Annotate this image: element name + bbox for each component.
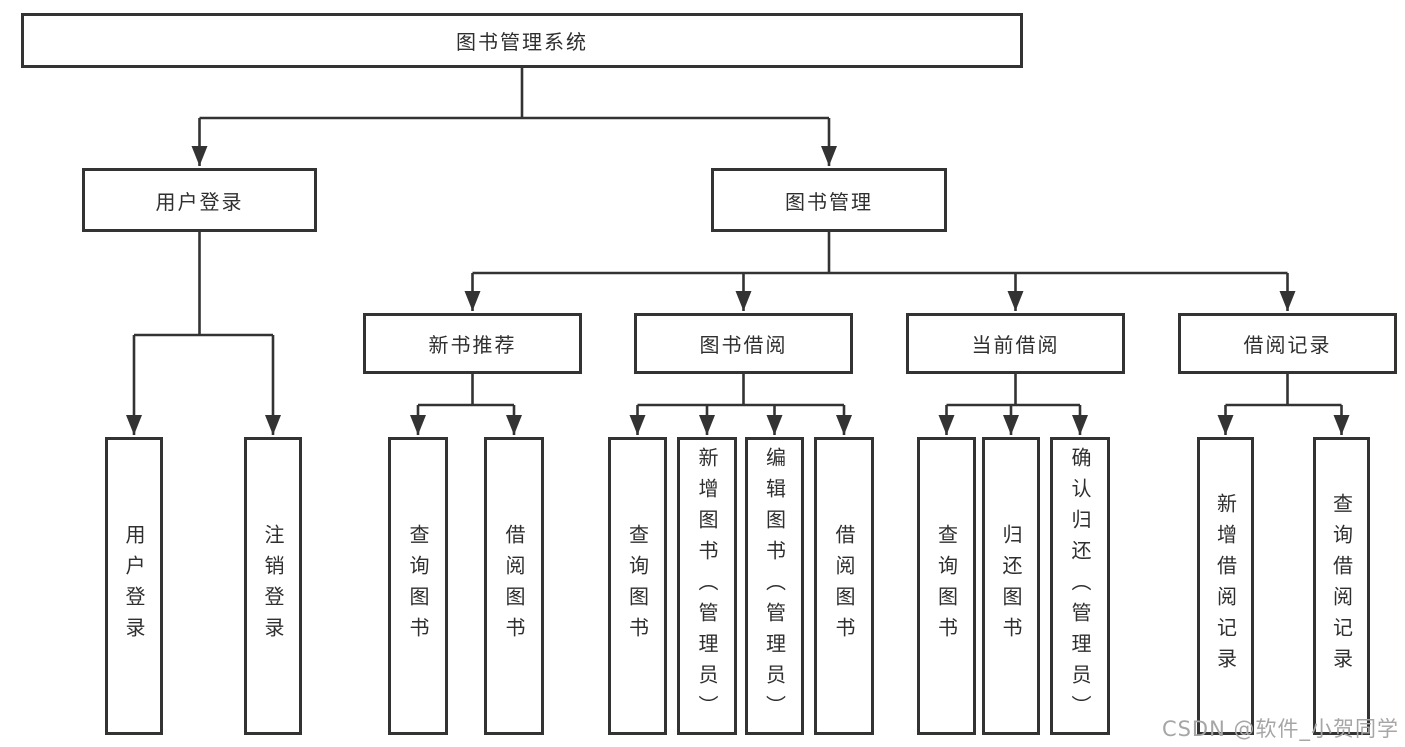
node-root-system: 图书管理系统 — [21, 13, 1023, 68]
leaf-logout-label: 注销登录 — [261, 524, 285, 648]
leaf-confirm-return-admin: 确认归还（管理员） — [1050, 437, 1110, 735]
leaf-user-login-label: 用户登录 — [122, 524, 146, 648]
leaf-query-books-2-label: 查询图书 — [625, 524, 650, 648]
leaf-logout: 注销登录 — [244, 437, 302, 735]
leaf-query-borrow-record: 查询借阅记录 — [1313, 437, 1370, 735]
csdn-watermark: CSDN @软件_小贺同学 — [1161, 717, 1399, 741]
node-current-borrowing-label: 当前借阅 — [971, 333, 1060, 357]
node-root-label: 图书管理系统 — [456, 30, 588, 54]
node-borrowing-records-label: 借阅记录 — [1243, 333, 1332, 357]
node-book-borrowing-label: 图书借阅 — [699, 333, 788, 357]
node-book-management-label: 图书管理 — [785, 189, 873, 214]
node-new-book-recommendation-label: 新书推荐 — [428, 333, 517, 357]
node-current-borrowing: 当前借阅 — [906, 313, 1125, 374]
leaf-edit-books-admin: 编辑图书（管理员） — [745, 437, 804, 735]
leaf-borrow-books: 借阅图书 — [484, 437, 544, 735]
leaf-return-books: 归还图书 — [982, 437, 1040, 735]
leaf-add-books-admin-label: 新增图书（管理员） — [695, 446, 719, 726]
leaf-add-borrow-record-label: 新增借阅记录 — [1213, 493, 1238, 679]
leaf-query-books-label: 查询图书 — [406, 524, 430, 648]
leaf-confirm-return-admin-label: 确认归还（管理员） — [1068, 446, 1092, 726]
leaf-return-books-label: 归还图书 — [999, 524, 1023, 648]
leaf-query-books-3-label: 查询图书 — [934, 524, 959, 648]
leaf-add-borrow-record: 新增借阅记录 — [1197, 437, 1254, 735]
leaf-borrow-books-2: 借阅图书 — [814, 437, 874, 735]
node-book-management: 图书管理 — [711, 168, 947, 232]
leaf-borrow-books-label: 借阅图书 — [502, 524, 526, 648]
leaf-query-books-3: 查询图书 — [917, 437, 976, 735]
leaf-query-books-2: 查询图书 — [608, 437, 667, 735]
leaf-query-borrow-record-label: 查询借阅记录 — [1329, 493, 1354, 679]
node-book-borrowing: 图书借阅 — [634, 313, 853, 374]
leaf-add-books-admin: 新增图书（管理员） — [677, 437, 737, 735]
leaf-query-books: 查询图书 — [388, 437, 448, 735]
node-new-book-recommendation: 新书推荐 — [363, 313, 582, 374]
leaf-edit-books-admin-label: 编辑图书（管理员） — [762, 446, 787, 726]
node-user-login: 用户登录 — [82, 168, 317, 232]
node-user-login-label: 用户登录 — [155, 189, 244, 214]
leaf-borrow-books-2-label: 借阅图书 — [832, 524, 856, 648]
node-borrowing-records: 借阅记录 — [1178, 313, 1397, 374]
leaf-user-login: 用户登录 — [105, 437, 163, 735]
